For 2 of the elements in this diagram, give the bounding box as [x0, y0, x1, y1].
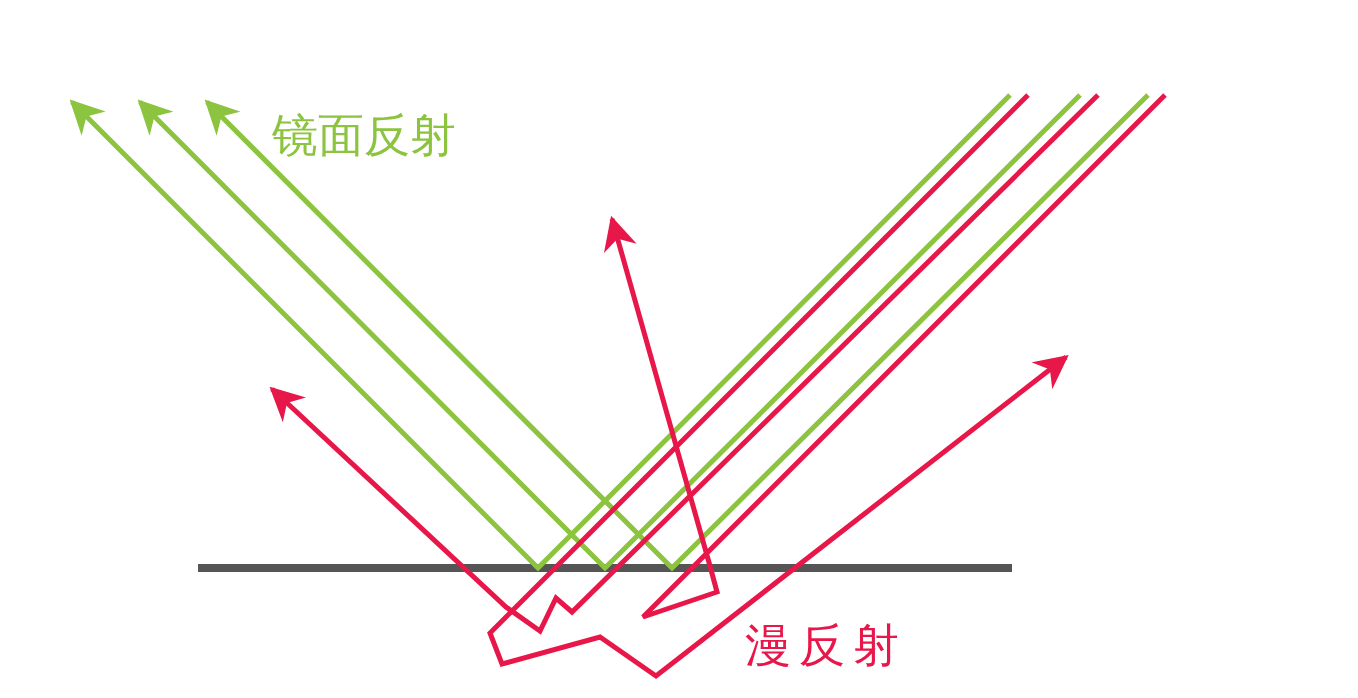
diagram-label: 漫反射 — [745, 622, 907, 668]
diagram-label: 镜面反射 — [272, 112, 456, 158]
